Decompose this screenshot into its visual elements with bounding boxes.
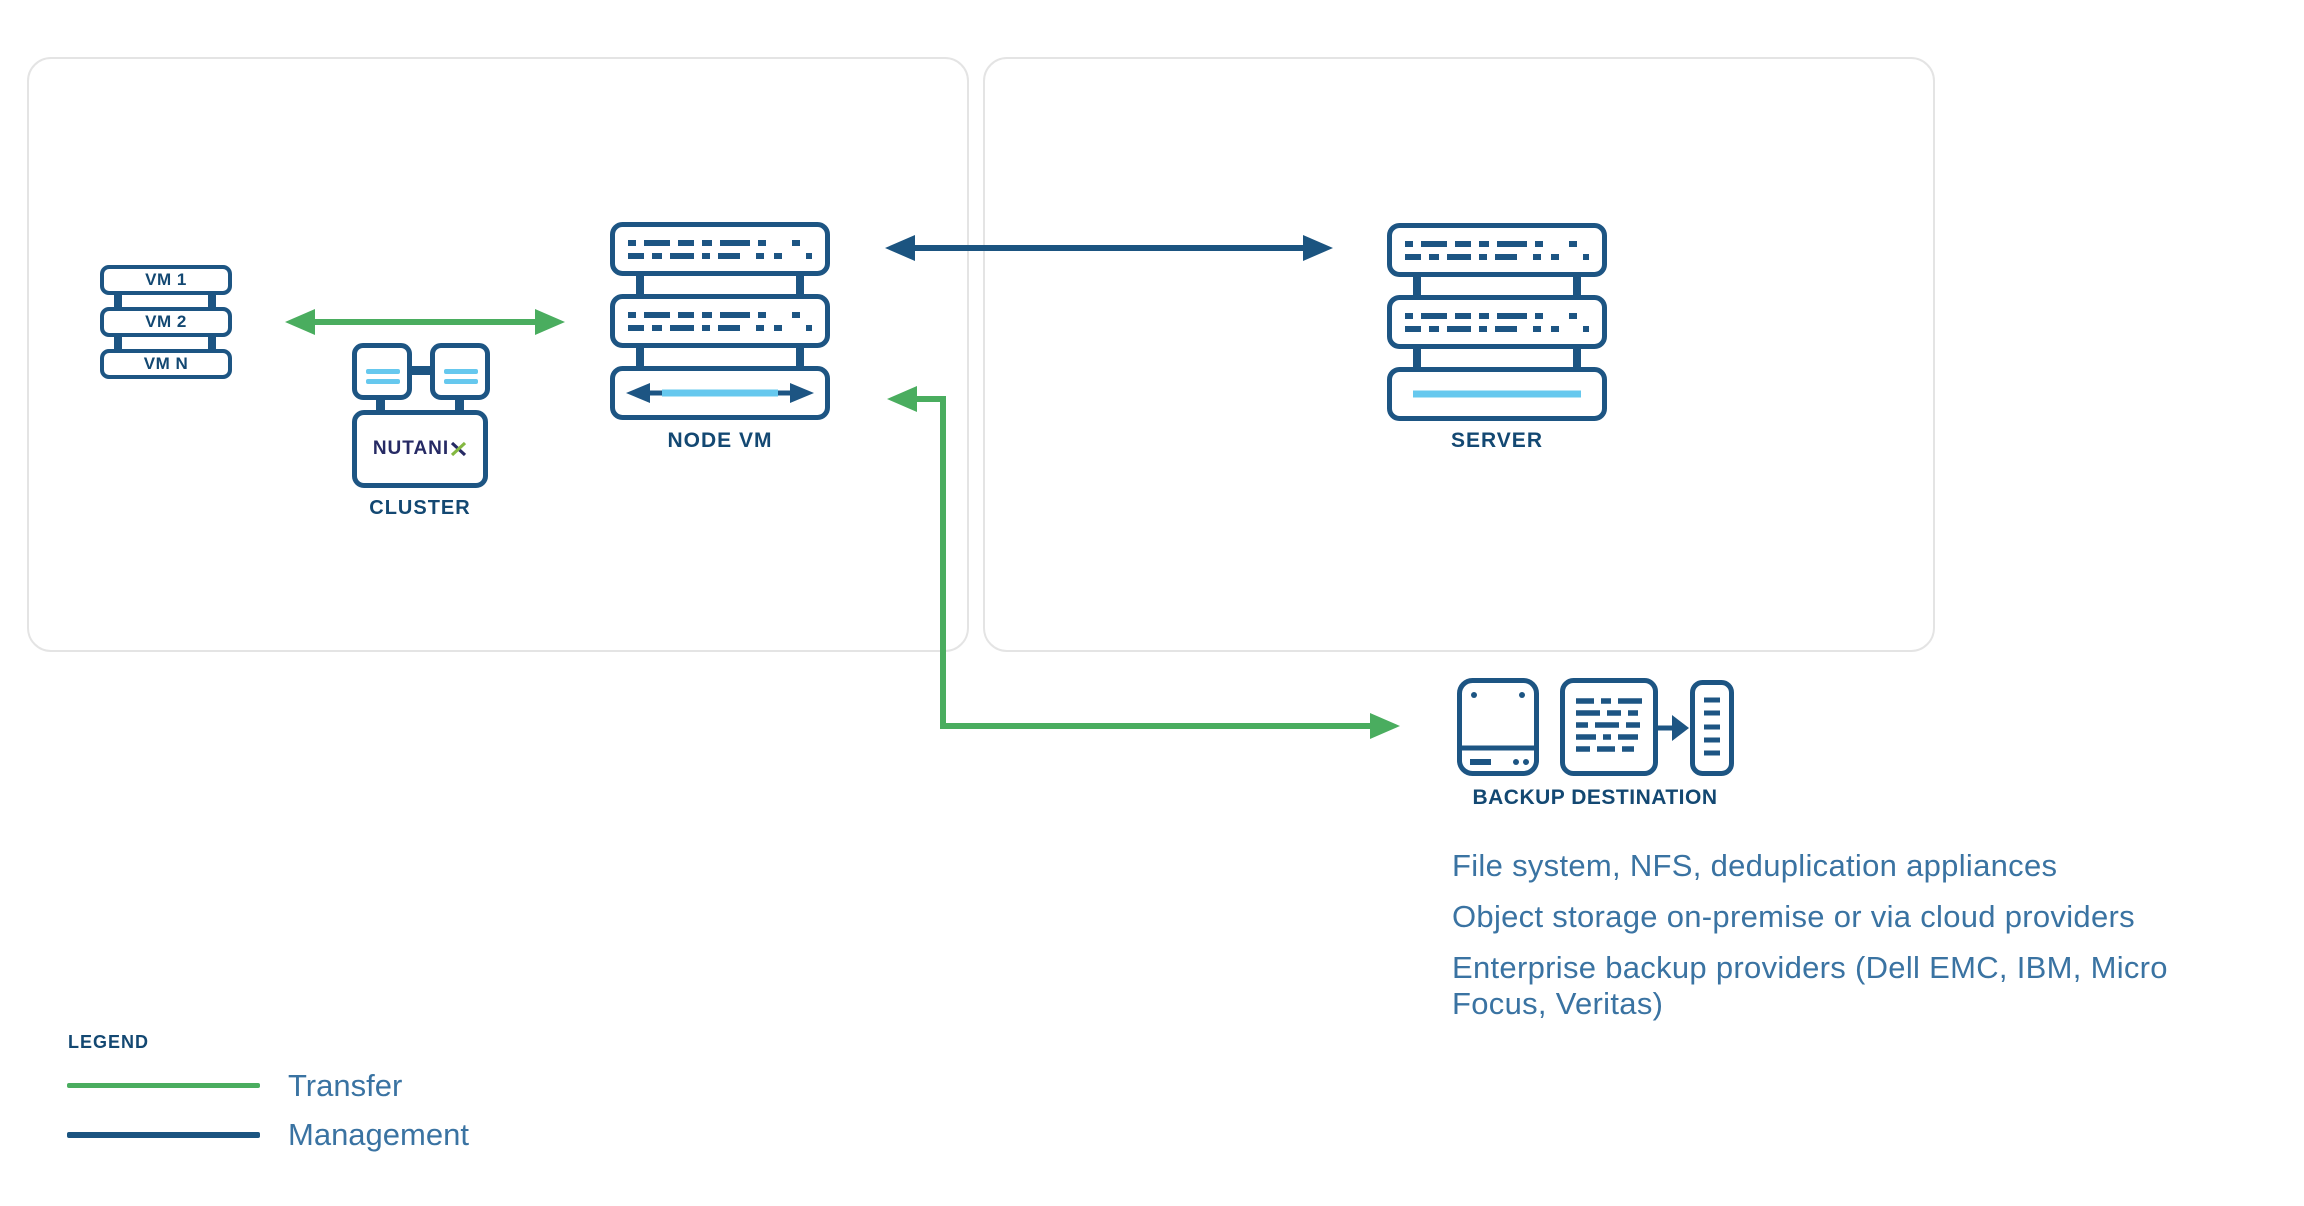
legend-title: LEGEND — [68, 1032, 150, 1052]
legend-management-line-icon — [67, 1132, 260, 1138]
cluster-node-line — [366, 369, 400, 374]
server-label: SERVER — [1451, 429, 1543, 452]
node-vm-label: NODE VM — [667, 429, 773, 452]
cluster-node-line — [444, 379, 478, 384]
vm-1-label: VM 1 — [145, 270, 187, 289]
cluster-node-icon — [352, 343, 412, 400]
nutanix-wordmark: NUTANI — [372, 438, 450, 459]
vm-box-1: VM 1 — [100, 265, 232, 295]
cluster-node-line — [444, 369, 478, 374]
nutanix-x-icon — [451, 441, 467, 457]
vm-transfer-arrow — [285, 309, 565, 335]
backup-notes: File system, NFS, deduplication applianc… — [1452, 848, 2252, 1037]
dedup-store-icon — [1690, 680, 1734, 776]
management-arrow — [885, 235, 1333, 261]
vm-n-label: VM N — [143, 354, 189, 373]
nutanix-box: NUTANI — [352, 410, 488, 488]
cluster-bridge — [408, 366, 434, 375]
server-zone-panel — [983, 57, 1935, 652]
note-enterprise-providers: Enterprise backup providers (Dell EMC, I… — [1452, 950, 2168, 1021]
cluster-node-line — [366, 379, 400, 384]
cluster-post — [455, 396, 464, 414]
vm-connector — [208, 334, 216, 352]
backup-destination-label: BACKUP DESTINATION — [1472, 786, 1718, 809]
legend-transfer-label: Transfer — [288, 1068, 403, 1103]
vm-connector — [208, 292, 216, 310]
note-object-storage: Object storage on-premise or via cloud p… — [1452, 899, 2135, 934]
server-icon — [1387, 223, 1607, 421]
vm-2-label: VM 2 — [145, 312, 187, 331]
vm-connector — [114, 292, 122, 310]
legend-management-label: Management — [288, 1117, 469, 1152]
cluster-node-icon — [430, 343, 490, 400]
note-file-system: File system, NFS, deduplication applianc… — [1452, 848, 2058, 883]
storage-disk-icon — [1457, 678, 1539, 776]
vm-box-2: VM 2 — [100, 307, 232, 337]
dedup-flow-arrow-icon — [1656, 715, 1689, 741]
backup-data-icon — [1560, 678, 1658, 776]
backup-transfer-arrow — [887, 386, 1400, 739]
vm-box-n: VM N — [100, 349, 232, 379]
cluster-post — [376, 396, 385, 414]
node-vm-icon — [610, 222, 830, 420]
nutanix-logo: NUTANI — [373, 438, 467, 460]
cluster-label: CLUSTER — [369, 497, 471, 519]
legend-transfer-line-icon — [67, 1083, 260, 1088]
vm-connector — [114, 334, 122, 352]
